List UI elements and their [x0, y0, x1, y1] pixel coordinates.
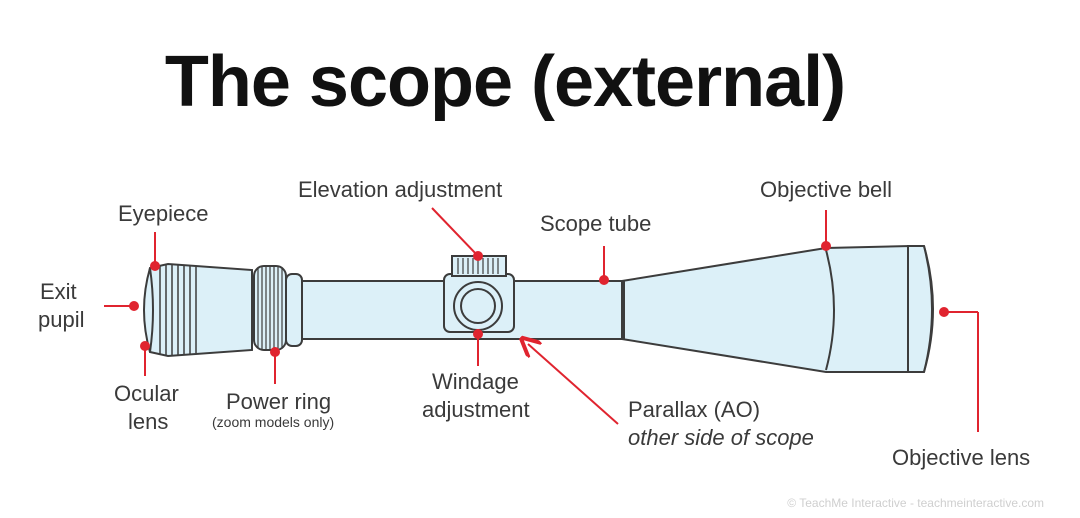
page-title: The scope (external)	[164, 42, 846, 122]
eyepiece-knurl	[159, 265, 197, 355]
label-objective-bell: Objective bell	[760, 177, 893, 202]
label-ocular-line2: lens	[128, 409, 169, 434]
dot-eyepiece	[150, 261, 160, 271]
label-exit-pupil-line1: Exit	[40, 279, 77, 304]
label-parallax-note: other side of scope	[628, 425, 814, 450]
dot-power-ring	[270, 347, 280, 357]
label-objective-lens: Objective lens	[892, 445, 1031, 470]
label-windage-line2: adjustment	[422, 397, 530, 422]
objective-bell	[621, 244, 911, 373]
dot-windage	[473, 329, 483, 339]
power-ring-knurl	[257, 267, 283, 349]
exit-pupil-lens	[143, 267, 154, 353]
dot-ocular	[140, 341, 150, 351]
copyright-text: © TeachMe Interactive - teachmeinteracti…	[787, 496, 1044, 510]
label-power-ring-note: (zoom models only)	[212, 414, 335, 430]
label-ocular-line1: Ocular	[114, 381, 179, 406]
dot-scope-tube	[599, 275, 609, 285]
eyepiece-neck	[285, 273, 303, 347]
label-windage-line1: Windage	[432, 369, 519, 394]
label-elevation: Elevation adjustment	[298, 177, 503, 202]
dot-elevation	[473, 251, 483, 261]
callout-line-parallax	[528, 344, 619, 425]
label-parallax: Parallax (AO)	[628, 397, 761, 422]
callout-dots	[129, 241, 949, 357]
label-power-ring: Power ring	[226, 389, 332, 414]
eyepiece	[145, 262, 253, 358]
dot-objective-bell	[821, 241, 831, 251]
callout-line-elevation	[431, 207, 479, 257]
elevation-knurl	[457, 258, 499, 274]
dot-exit-pupil	[129, 301, 139, 311]
scope-body	[143, 244, 934, 373]
dot-objective-lens	[939, 307, 949, 317]
objective-end	[907, 245, 934, 373]
label-eyepiece: Eyepiece	[118, 201, 209, 226]
label-exit-pupil-line2: pupil	[38, 307, 85, 332]
label-scope-tube: Scope tube	[540, 211, 652, 236]
